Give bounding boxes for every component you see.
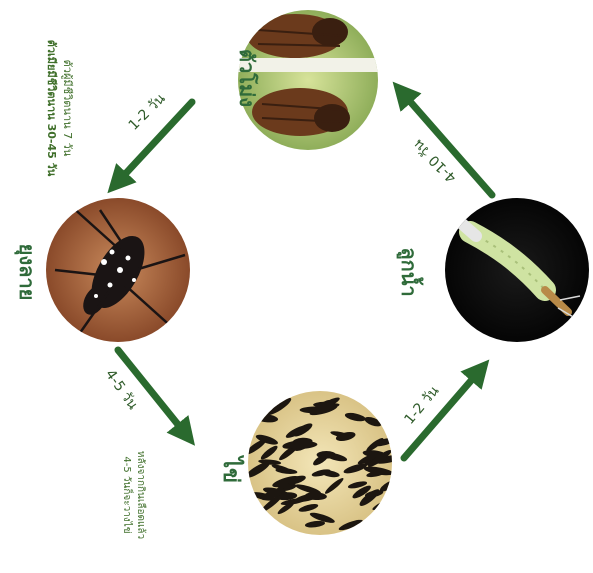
- adult-mosquito-photo: [46, 198, 190, 342]
- label-pupa: ตัวโม่ง: [235, 49, 259, 107]
- label-adult: ยุงลาย: [14, 244, 39, 301]
- label-egg: ไข่: [218, 455, 245, 483]
- egg-photo: [244, 391, 403, 535]
- larva-photo: [445, 198, 589, 342]
- label-larva: ลูกน้ำ: [395, 247, 424, 296]
- note-adult-male-lifespan: ตัวผู้มีชีวิตนาน 7 วัน: [61, 60, 74, 157]
- note-egg-laying-line1: หลังจากกินเลือดแล้ว: [135, 451, 147, 539]
- egg-shape: [371, 516, 400, 524]
- note-egg-laying-line2: 4-5 วันก็จะวางไข่: [121, 456, 135, 533]
- duration-pupa-to-adult: 1-2 วัน: [126, 90, 169, 133]
- duration-larva-to-pupa: 4-10 วัน: [410, 136, 460, 186]
- note-adult-female-lifespan: ตัวเมียมีชีวิตนาน 30-45 วัน: [45, 40, 58, 177]
